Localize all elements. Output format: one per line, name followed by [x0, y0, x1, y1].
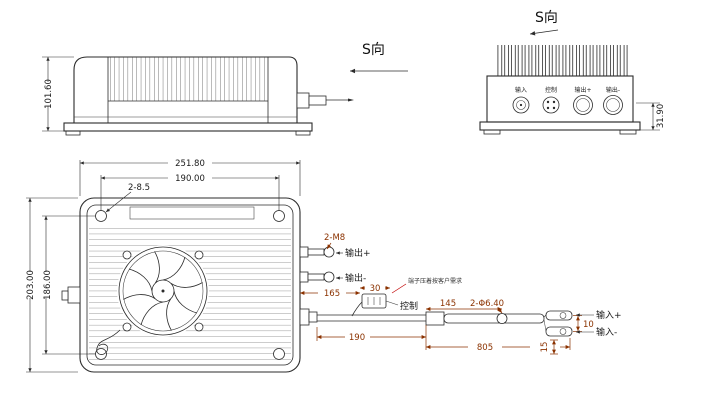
top-louver-band: [129, 206, 255, 220]
fan-screw-tr: [194, 250, 204, 260]
dim-165: 165: [300, 289, 360, 299]
control-label-leader: [385, 300, 399, 306]
top-view: 251.80 190.00 2-8.5 203.00 186.00: [26, 159, 371, 373]
inner-span-dimension: 186.00: [42, 215, 95, 355]
side-fins: [108, 57, 268, 101]
side-cable-tip: [348, 98, 354, 102]
control-wire: [351, 301, 363, 317]
output-neg-label: 输出-: [345, 272, 366, 284]
output-neg-stud: [323, 271, 335, 283]
output-studs: [299, 246, 335, 283]
top-inner-outline: [86, 204, 294, 366]
hole-span-dimension: 190.00: [100, 174, 280, 211]
top-height-dimension: 203.00: [26, 197, 78, 373]
left-edge-tab-tip: [61, 290, 69, 301]
dim-805-label: 805: [477, 343, 493, 353]
connector-label-input: 输入: [515, 86, 527, 94]
dim-145: 145: [426, 299, 502, 311]
lug-hole: [496, 313, 508, 324]
note-leader: [391, 283, 407, 294]
connector-label-control: 控制: [545, 86, 557, 94]
front-base-flange: [479, 121, 641, 131]
left-edge-tab: [67, 286, 81, 304]
lug-barrel: [425, 311, 445, 326]
dim-30-label: 30: [370, 284, 381, 294]
fan-screw-br: [194, 322, 204, 332]
hole-span-dim-label: 190.00: [175, 174, 205, 184]
fan-screw-tl: [122, 250, 132, 260]
terminal-callout-label: 2-Φ6.40: [470, 299, 504, 309]
view-direction-label: S向: [362, 42, 385, 58]
cable-gland: [299, 308, 310, 326]
side-base-flange: [63, 122, 313, 132]
fan-wire-curl: [96, 329, 121, 355]
output-pos-label: 输出+: [345, 247, 371, 259]
dim-190-label: 190: [349, 333, 365, 343]
side-height-dim-label: 101.60: [44, 79, 54, 109]
mount-hole-tl: [95, 210, 107, 222]
control-socket: [542, 96, 560, 114]
side-foot-right: [295, 130, 311, 136]
mount-hole-bl: [95, 348, 107, 360]
ring-terminal-neg: [545, 326, 573, 337]
top-width-dim-label: 251.80: [175, 159, 205, 169]
front-foot-right: [619, 129, 637, 135]
ring-terminal-pos-hole: [559, 312, 567, 319]
front-view-title-arrow: [529, 29, 559, 36]
front-foot-left: [483, 129, 501, 135]
terminal-callout: 2-Φ6.40: [470, 299, 504, 314]
dim-10-label: 10: [583, 320, 594, 330]
side-foot-left: [65, 130, 81, 136]
fan-screw-bl: [122, 322, 132, 332]
front-view-title: S向: [535, 10, 558, 26]
side-view: 101.60: [42, 56, 354, 136]
dim-30: 30: [360, 284, 390, 294]
fan-blades: [123, 251, 203, 331]
cable-gland-nut: [308, 311, 318, 323]
connector-label-output-neg: 输出-: [606, 86, 620, 94]
side-cable-connector: [308, 95, 327, 106]
front-connectors: 输入 控制 输出+ 输出-: [512, 86, 623, 115]
dim-805: 805: [426, 338, 571, 353]
front-fins: [496, 45, 628, 76]
top-height-dim-label: 203.00: [26, 270, 36, 300]
dim-15: 15: [540, 339, 558, 355]
fan-rim: [118, 246, 208, 336]
side-cable-gland: [296, 92, 310, 109]
front-height-dim-label: 31.90: [656, 104, 666, 128]
ring-terminal-neg-hole: [559, 328, 567, 335]
hole-callout: 2-8.5: [105, 183, 150, 213]
top-width-dimension: 251.80: [79, 159, 301, 196]
hole-callout-label: 2-8.5: [128, 183, 150, 193]
view-direction-indicator: S向: [349, 42, 408, 74]
dim-145-label: 145: [440, 299, 456, 309]
mount-hole-br: [273, 348, 285, 360]
control-label: 控制: [400, 300, 418, 312]
cooling-fan: [117, 245, 209, 337]
dim-165-label: 165: [324, 289, 340, 299]
front-height-dimension: 31.90: [636, 102, 666, 131]
output-pos-stud: [323, 246, 335, 258]
dim-15-label: 15: [540, 342, 550, 353]
side-height-dimension: 101.60: [42, 56, 74, 132]
ring-terminal-pos: [545, 310, 573, 321]
connector-label-output-pos: 输出+: [574, 86, 591, 94]
stud-callout-leader: [326, 242, 332, 250]
input-neg-label: 输入-: [596, 326, 617, 338]
terminal-note: 端子压着按客户需求: [408, 277, 462, 285]
inner-span-dim-label: 186.00: [43, 270, 53, 300]
input-pos-label: 输入+: [596, 309, 622, 321]
front-view: S向 输入 控制 输出+ 输出-: [479, 10, 666, 135]
top-body-outline: [79, 197, 301, 373]
lug-bar: [443, 313, 545, 324]
cable-assembly: 控制 端子压着按客户需求 165 30 145 2-Φ6.: [300, 277, 622, 355]
mount-hole-tr: [273, 210, 285, 222]
stud-callout-label: 2-M8: [324, 233, 345, 243]
